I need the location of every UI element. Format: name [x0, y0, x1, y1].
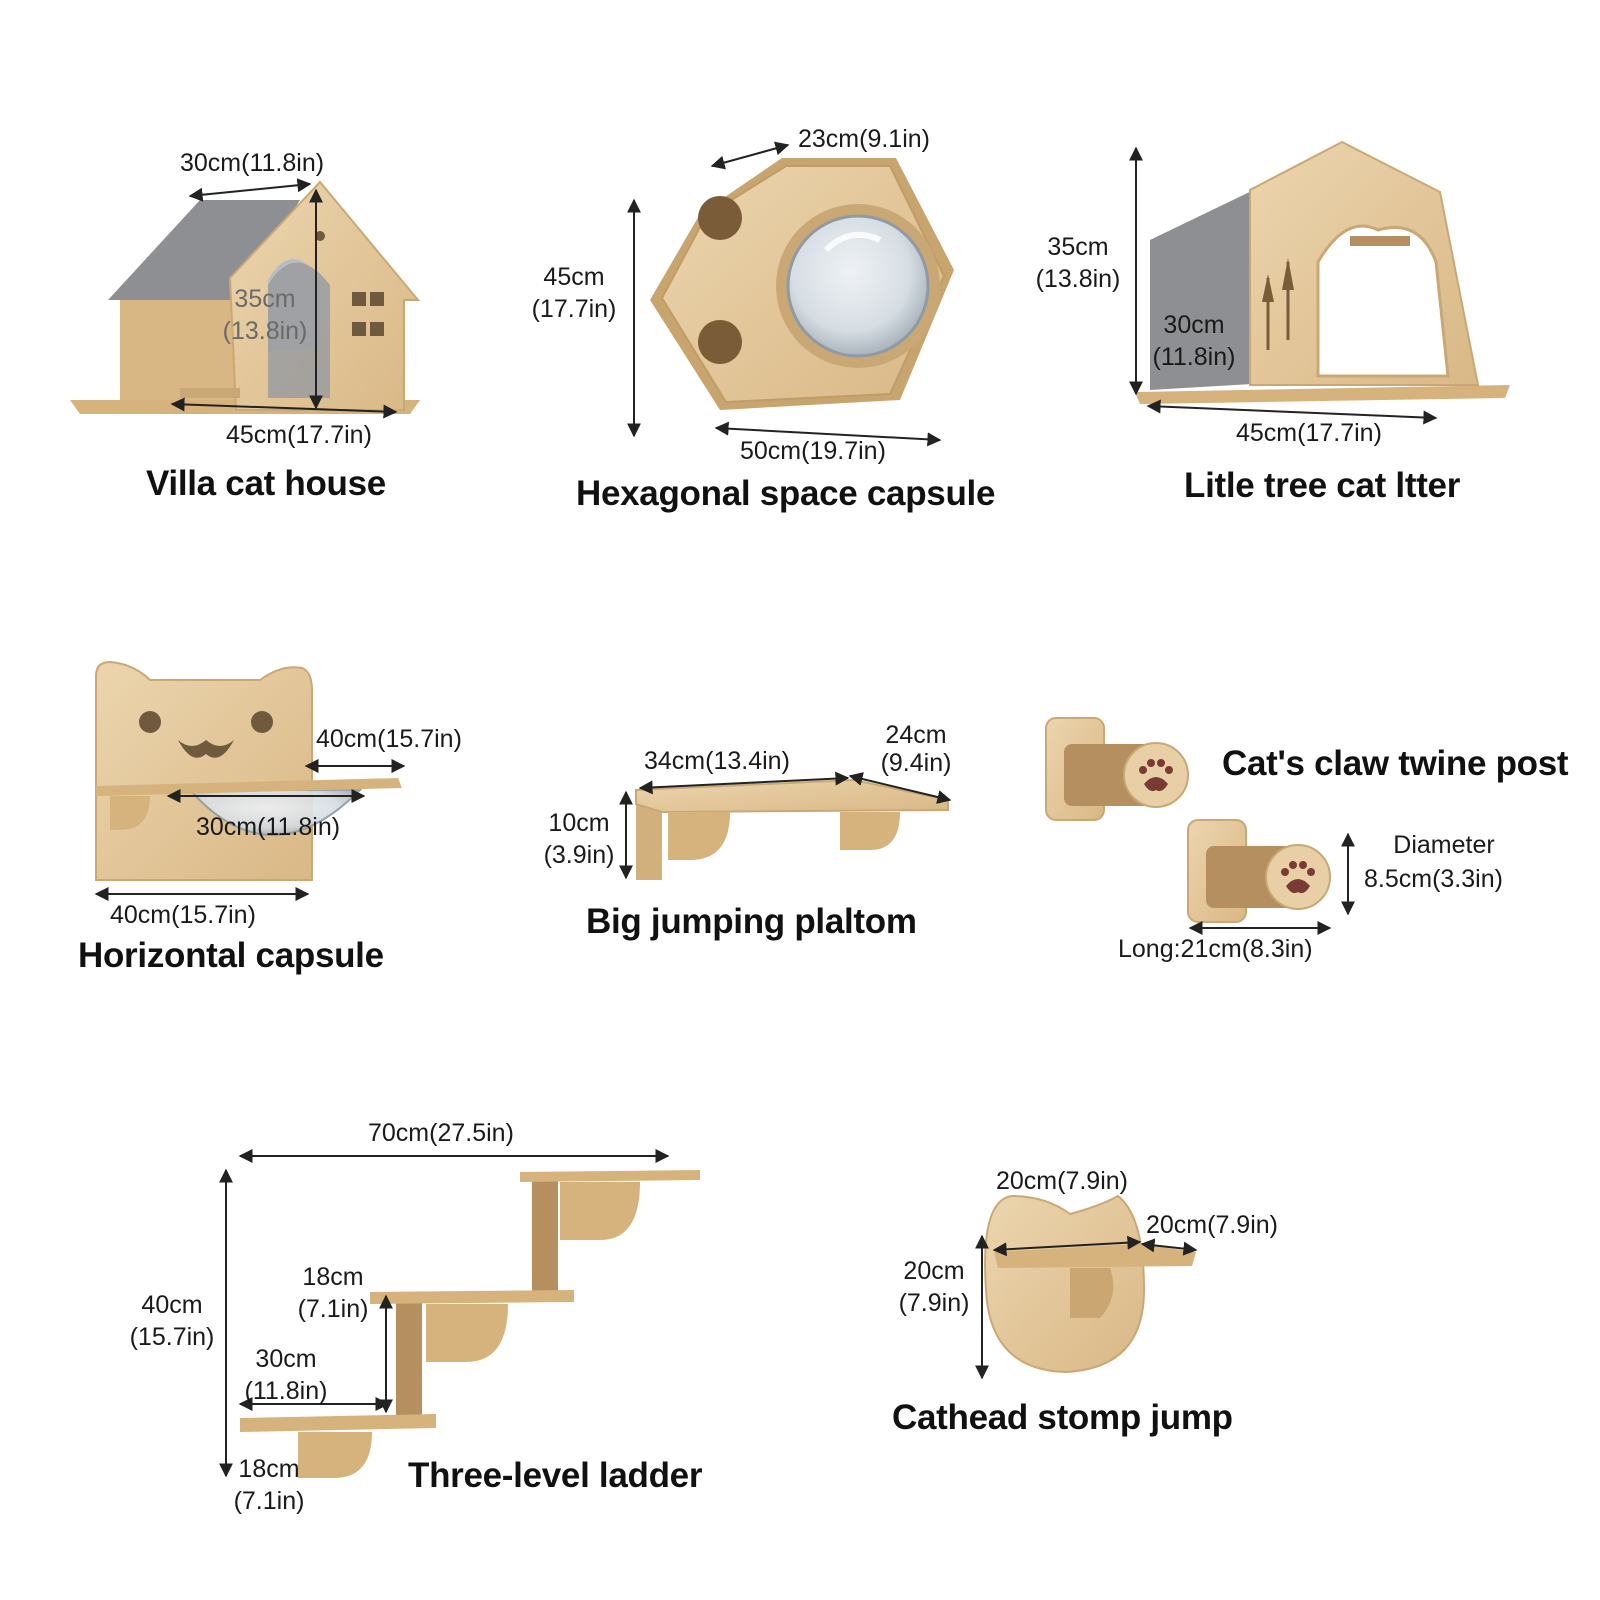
platform-height-in-label: (3.9in) [543, 841, 615, 869]
claw-title: Cat's claw twine post [1222, 744, 1569, 783]
tree-length-label: 45cm(17.7in) [1236, 419, 1382, 447]
three-level-ladder-image [219, 1149, 700, 1478]
tree-height-in-label: (13.8in) [1035, 265, 1121, 293]
platform-title: Big jumping plaltom [586, 902, 917, 941]
villa-height-cm-label: 35cm [234, 285, 296, 313]
cathead-height-in-label: (7.9in) [898, 1289, 970, 1317]
hexagon-depth-label: 23cm(9.1in) [798, 125, 930, 153]
horizontal-depth-label: 40cm(15.7in) [316, 725, 462, 753]
ladder-height-in-label: (15.7in) [129, 1323, 215, 1351]
platform-height-cm-label: 10cm [548, 809, 610, 837]
claw-post-image [1045, 717, 1355, 935]
ladder-shelf-in-label: (11.8in) [244, 1377, 328, 1405]
tree-title: Litle tree cat ltter [1184, 466, 1461, 505]
villa-width-label: 30cm(11.8in) [180, 149, 325, 177]
horizontal-title: Horizontal capsule [78, 936, 384, 975]
hexagon-height-in-label: (17.7in) [531, 295, 617, 323]
ladder-bottom-in-label: (7.1in) [233, 1487, 305, 1515]
ladder-bottom-cm-label: 18cm [238, 1455, 300, 1483]
tree-cat-litter-image [1129, 140, 1510, 425]
ladder-shelf-cm-label: 30cm [255, 1345, 317, 1373]
horizontal-capsule-image [94, 660, 406, 901]
tree-depth-in-label: (11.8in) [1152, 343, 1236, 371]
hexagonal-space-capsule-image [627, 141, 954, 447]
ladder-step-cm-label: 18cm [302, 1263, 364, 1291]
cathead-depth-label: 20cm(7.9in) [1146, 1211, 1278, 1239]
claw-diameter-label: 8.5cm(3.3in) [1364, 865, 1503, 893]
platform-length-label: 34cm(13.4in) [644, 747, 790, 775]
cathead-height-cm-label: 20cm [903, 1257, 965, 1285]
ladder-width-label: 70cm(27.5in) [368, 1119, 514, 1147]
ladder-height-cm-label: 40cm [141, 1291, 203, 1319]
cathead-title: Cathead stomp jump [892, 1398, 1233, 1437]
jumping-platform-image [619, 771, 952, 880]
villa-length-label: 45cm(17.7in) [226, 421, 372, 449]
cathead-stomp-jump-image [975, 1194, 1198, 1380]
villa-cat-house-image [70, 178, 421, 419]
horizontal-width-label: 40cm(15.7in) [110, 901, 256, 929]
villa-height-in-label: (13.8in) [222, 317, 308, 345]
villa-title: Villa cat house [146, 464, 386, 503]
hexagon-height-cm-label: 45cm [543, 263, 605, 291]
tree-height-cm-label: 35cm [1047, 233, 1109, 261]
platform-depth-cm-label: 24cm [885, 721, 947, 749]
claw-length-label: Long:21cm(8.3in) [1118, 935, 1313, 963]
platform-depth-in-label: (9.4in) [880, 749, 952, 777]
ladder-title: Three-level ladder [408, 1456, 703, 1495]
cathead-width-label: 20cm(7.9in) [996, 1167, 1128, 1195]
hexagon-width-label: 50cm(19.7in) [740, 437, 886, 465]
hexagon-title: Hexagonal space capsule [576, 474, 996, 513]
horizontal-bowl-label: 30cm(11.8in) [196, 813, 341, 841]
ladder-step-in-label: (7.1in) [297, 1295, 369, 1323]
claw-diameter-caption: Diameter [1393, 831, 1495, 859]
tree-depth-cm-label: 30cm [1163, 311, 1225, 339]
